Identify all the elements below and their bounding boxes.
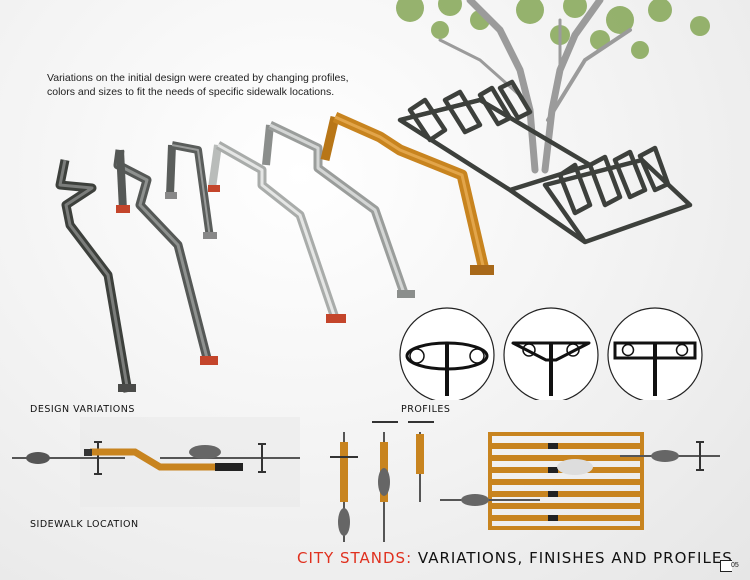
stand-orange (320, 111, 494, 275)
design-variations-rendering (55, 0, 710, 400)
stand-light-silver (262, 120, 415, 298)
stand-grey (113, 149, 218, 365)
board-title-accent: CITY STANDS: (297, 549, 413, 567)
sidewalk-plan-views (12, 417, 720, 542)
page-number: 05 (720, 558, 740, 572)
page-number-box (720, 560, 732, 572)
tree-bike-rack (397, 79, 693, 245)
stand-silver (208, 141, 346, 323)
plan-view-bikes-left (12, 441, 300, 475)
profiles-label: PROFILES (401, 404, 451, 415)
tree-foliage (396, 0, 710, 59)
intro-text: Variations on the initial design were cr… (47, 72, 349, 98)
board-title-rest: VARIATIONS, FINISHES AND PROFILES (412, 549, 733, 567)
plan-view-bikes-middle (330, 421, 434, 542)
profile-diagram-rectangle (607, 307, 703, 400)
stand-grey-short (165, 141, 217, 239)
plan-view-tree-rack (440, 432, 720, 530)
stand-dark-grey (55, 159, 136, 393)
design-variations-label: DESIGN VARIATIONS (30, 404, 135, 415)
board-title: CITY STANDS: VARIATIONS, FINISHES AND PR… (297, 549, 733, 567)
tree-trunk (438, 0, 632, 174)
profile-diagram-oval (399, 307, 495, 400)
page-number-text: 05 (731, 562, 739, 569)
profile-diagram-triangle (503, 307, 599, 400)
sidewalk-location-label: SIDEWALK LOCATION (30, 519, 139, 530)
